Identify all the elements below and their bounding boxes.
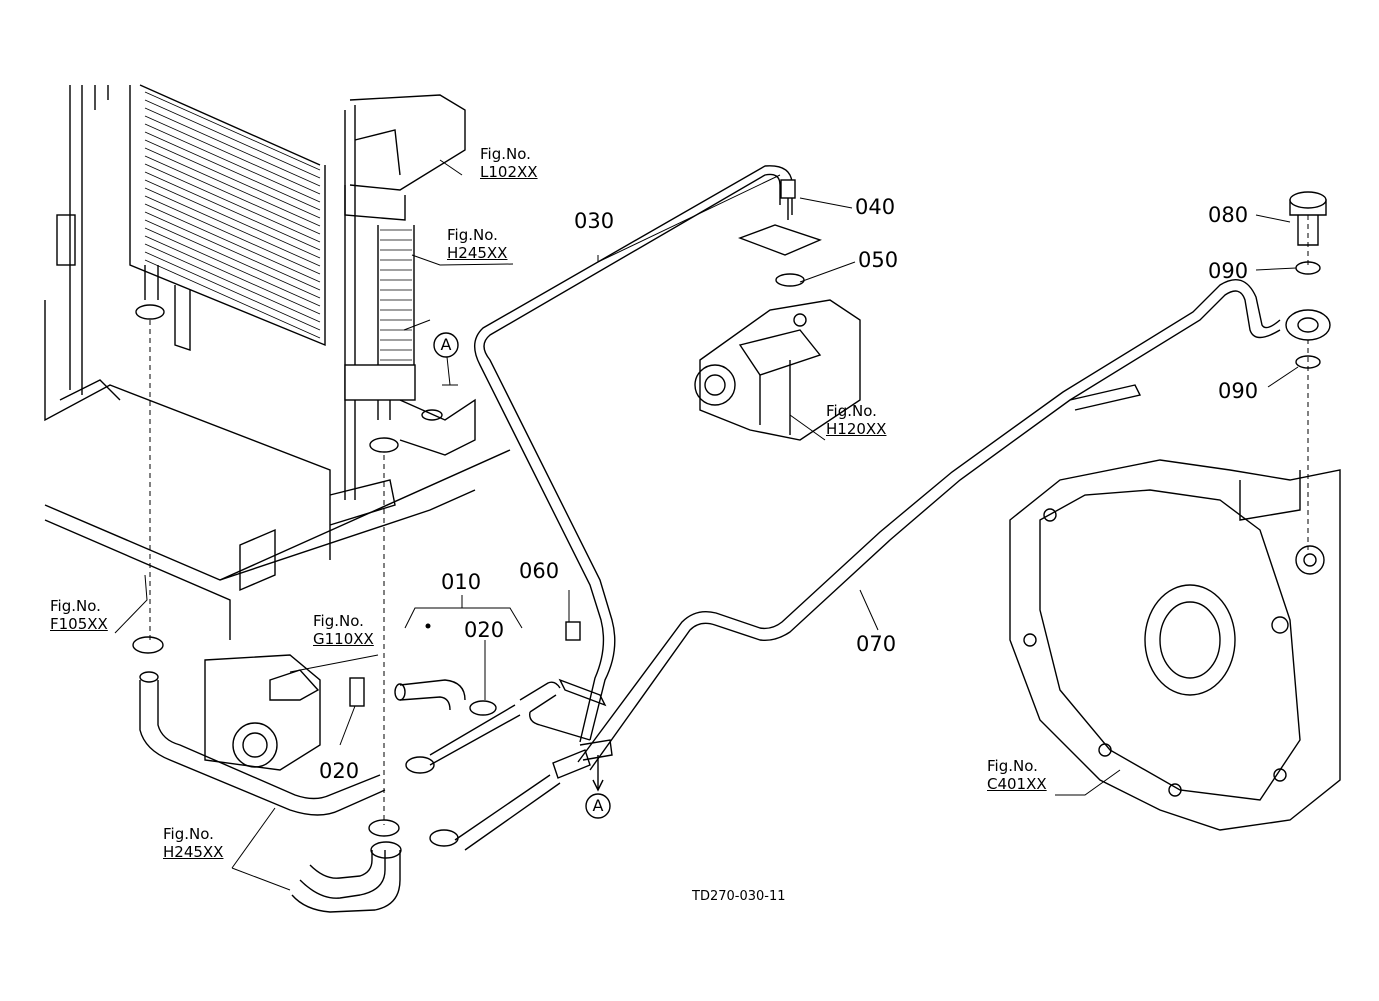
callout-a-bottom-circle — [585, 793, 611, 819]
fig-ref-g110-code: G110XX — [313, 630, 374, 648]
part-label-080: 080 — [1208, 203, 1249, 227]
fig-ref-c401-code: C401XX — [987, 775, 1047, 793]
lower-hoses-drawing — [132, 621, 613, 913]
part-label-060: 060 — [519, 559, 560, 583]
part-label-020-left: 020 — [319, 759, 360, 783]
fig-ref-l102: Fig.No. L102XX — [480, 145, 538, 181]
fig-ref-h245-top-code: H245XX — [447, 244, 508, 262]
part-label-030: 030 — [574, 209, 615, 233]
fig-ref-c401: Fig.No. C401XX — [987, 757, 1047, 793]
fig-ref-f105: Fig.No. F105XX — [50, 597, 108, 633]
radiator-frame-drawing — [44, 84, 511, 640]
fig-ref-f105-code: F105XX — [50, 615, 108, 633]
pipe-070-drawing — [577, 191, 1331, 771]
part-label-050: 050 — [858, 248, 899, 272]
fig-ref-h120-code: H120XX — [826, 420, 887, 438]
fig-ref-l102-prefix: Fig.No. — [480, 145, 531, 163]
part-label-070: 070 — [856, 632, 897, 656]
fig-ref-h120: Fig.No. H120XX — [826, 402, 886, 438]
callout-a-bottom: A — [592, 796, 604, 815]
fig-ref-g110: Fig.No. G110XX — [313, 612, 374, 648]
fig-ref-h245-top-prefix: Fig.No. — [447, 226, 498, 244]
fig-ref-c401-prefix: Fig.No. — [987, 757, 1038, 775]
part-label-090-bottom: 090 — [1218, 379, 1259, 403]
fig-ref-h245-bottom-code: H245XX — [163, 843, 224, 861]
fig-ref-g110-prefix: Fig.No. — [313, 612, 364, 630]
fig-ref-h245-bottom-prefix: Fig.No. — [163, 825, 214, 843]
fig-ref-h120-prefix: Fig.No. — [826, 402, 877, 420]
pump-drawing — [694, 299, 861, 441]
fig-ref-f105-prefix: Fig.No. — [50, 597, 101, 615]
fig-ref-h245-top: Fig.No. H245XX — [447, 226, 507, 262]
transmission-housing-drawing — [1009, 459, 1341, 831]
drawing-code: TD270-030-11 — [692, 889, 786, 904]
part-label-090-top: 090 — [1208, 259, 1249, 283]
pipe-030-drawing — [474, 165, 822, 743]
callout-a-top-circle — [433, 332, 459, 358]
fig-ref-h245-bottom: Fig.No. H245XX — [163, 825, 223, 861]
fig-ref-l102-code: L102XX — [480, 163, 538, 181]
callout-a-top: A — [440, 335, 452, 354]
part-label-020-right: 020 — [464, 618, 505, 642]
part-label-010: 010 — [441, 570, 482, 594]
leader-lines — [114, 159, 1299, 891]
part-label-040: 040 — [855, 195, 896, 219]
